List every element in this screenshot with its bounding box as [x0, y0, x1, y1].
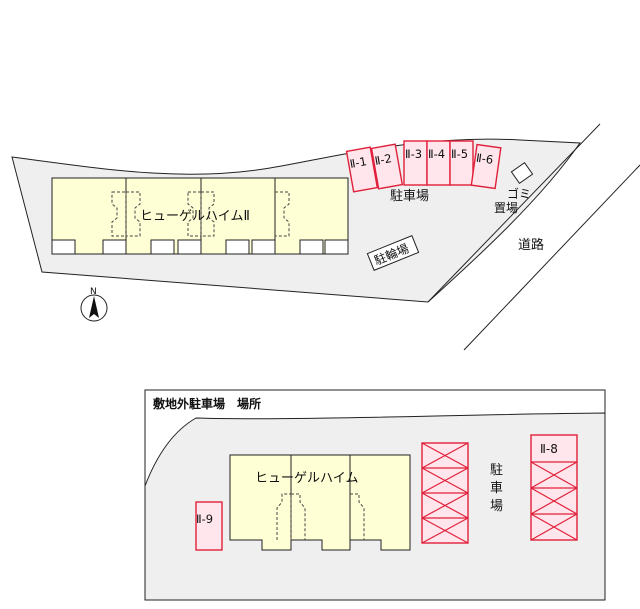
garbage-area — [510, 161, 534, 185]
parking-space-ii-1: Ⅱ-1 — [345, 146, 379, 193]
road-edge-right — [463, 164, 640, 351]
building-name: ヒューゲルハイムⅡ — [140, 209, 250, 224]
garbage-label-2: 置場 — [494, 201, 518, 215]
entrance-outline — [126, 191, 141, 237]
parking-space-ii-4-label: Ⅱ-4 — [428, 147, 445, 161]
balcony — [150, 239, 175, 255]
entrance-outline — [350, 493, 365, 540]
parking-space-ii-6: Ⅱ-6 — [470, 143, 502, 190]
parking-space-ii-9-label: Ⅱ-9 — [196, 512, 213, 526]
parking-space-ii-5 — [449, 140, 474, 186]
entrance-outline — [111, 191, 127, 237]
parking-space-ii-9 — [195, 501, 223, 551]
road-label: 道路 — [518, 237, 544, 253]
parking-label-char: 車 — [490, 481, 503, 496]
parking-space-ii-3-label: Ⅱ-3 — [405, 147, 422, 161]
garbage-label-1: ゴミ — [507, 186, 531, 201]
bottom-map: 敷地外駐車場 場所 ヒューゲルハイム 駐 車 場 — [144, 389, 606, 601]
balcony — [51, 239, 76, 255]
parking-label-char: 場 — [490, 499, 503, 514]
entrance-outline — [276, 493, 292, 540]
top-map: 道路 ヒューゲルハイムⅡ — [11, 123, 640, 351]
parking-label: 駐車場 — [390, 189, 429, 204]
parking-column-crossed — [421, 442, 469, 544]
parking-spaces-top: Ⅱ-1 Ⅱ-2 Ⅱ-3 Ⅱ-4 Ⅱ-5 Ⅱ-6 — [345, 140, 502, 193]
parking-label-char: 駐 — [490, 463, 503, 478]
parking-space-ii-8-label: Ⅱ-8 — [540, 442, 558, 456]
north-arrow-icon: N — [80, 287, 108, 322]
entrance-outline — [201, 191, 215, 237]
balcony — [225, 239, 250, 255]
road-edge-left — [427, 123, 601, 303]
north-label: N — [90, 287, 97, 297]
parking-space-ii-5-label: Ⅱ-5 — [451, 147, 468, 161]
entrance-outline — [187, 191, 202, 237]
building-bottom: ヒューゲルハイム — [229, 454, 411, 551]
balcony — [251, 239, 276, 255]
parking-space-ii-2: Ⅱ-2 — [370, 143, 404, 190]
entrance-outline — [275, 191, 290, 237]
parking-column-right: Ⅱ-8 — [530, 434, 578, 541]
building-name: ヒューゲルハイム — [255, 471, 358, 486]
building-body — [229, 454, 411, 551]
building-top: ヒューゲルハイムⅡ — [51, 177, 349, 255]
bottom-map-title: 敷地外駐車場 場所 — [153, 396, 261, 411]
balcony — [299, 239, 324, 255]
balcony — [324, 239, 349, 255]
svg-text:Ⅱ-2: Ⅱ-2 — [374, 151, 393, 168]
svg-text:Ⅱ-6: Ⅱ-6 — [475, 151, 494, 167]
balcony — [177, 239, 202, 255]
entrance-outline — [291, 493, 306, 540]
balcony — [102, 239, 127, 255]
svg-text:Ⅱ-1: Ⅱ-1 — [349, 154, 368, 171]
